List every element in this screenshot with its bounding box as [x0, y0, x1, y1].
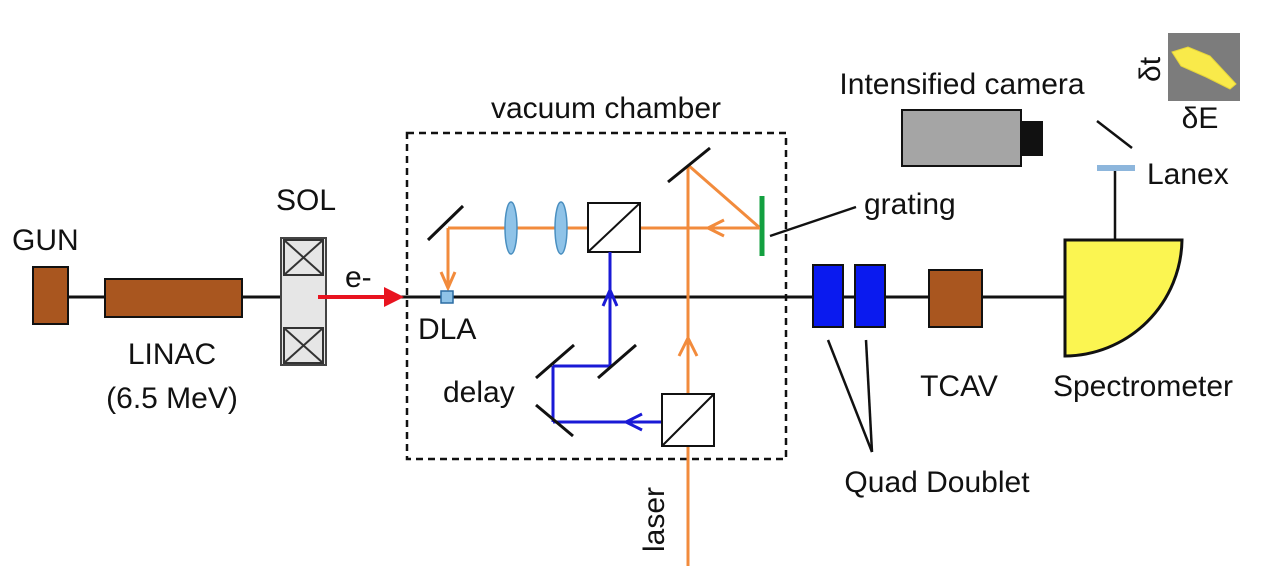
delay-mirror-3: [535, 403, 574, 438]
delay-label: delay: [443, 376, 515, 409]
delta-t-label: δt: [1134, 56, 1167, 82]
dla-label: DLA: [418, 313, 476, 346]
delay-mirror-1: [597, 343, 637, 380]
grating-label: grating: [864, 188, 956, 221]
intensified-camera: [901, 109, 1022, 167]
delta-e-label: δE: [1182, 102, 1219, 135]
linac: [104, 278, 243, 318]
gun-label: GUN: [12, 224, 79, 257]
beam-splitter-upper: [587, 202, 641, 253]
laser-mirror-top: [667, 146, 711, 184]
quad-leader-1: [826, 339, 874, 453]
delay-line: [551, 252, 688, 432]
quad-doublet-label: Quad Doublet: [844, 466, 1030, 499]
quadrupole-1: [812, 264, 844, 328]
lens-1: [504, 201, 518, 255]
lens-2: [554, 201, 568, 255]
grating-leader: [769, 205, 857, 238]
laser-to-grating: [687, 163, 761, 230]
camera-lens: [1021, 121, 1043, 156]
laser-mirror-left: [426, 204, 465, 242]
gun: [32, 266, 69, 325]
vacuum-chamber-label: vacuum chamber: [491, 92, 721, 125]
tcav: [928, 269, 983, 328]
delay-mirror-2: [535, 343, 575, 380]
vacuum-chamber: [405, 131, 788, 461]
lanex-screen: [1097, 165, 1135, 171]
lanex-label: Lanex: [1147, 158, 1229, 191]
linac-label: LINAC: [128, 338, 216, 371]
laser-label: laser: [638, 487, 671, 552]
intensified-camera-label: Intensified camera: [839, 68, 1084, 101]
spectrometer-label: Spectrometer: [1053, 370, 1233, 403]
quad-leader-2: [864, 339, 874, 453]
quadrupole-2: [854, 264, 886, 328]
spectrum-trace: [1171, 46, 1237, 90]
electron-label: e-: [345, 261, 372, 294]
solenoid: [280, 237, 327, 366]
laser-down-arrow: [439, 271, 457, 292]
sol-label: SOL: [276, 184, 336, 217]
lanex-mirror: [1096, 120, 1133, 149]
laser-up-arrow: [677, 334, 699, 357]
tcav-label: TCAV: [920, 370, 998, 403]
dla: [440, 290, 454, 304]
beam-splitter-lower: [661, 393, 715, 447]
linac-energy-label: (6.5 MeV): [106, 382, 238, 415]
laser-left-arrow: [704, 218, 725, 238]
spectrometer: [1063, 238, 1184, 358]
